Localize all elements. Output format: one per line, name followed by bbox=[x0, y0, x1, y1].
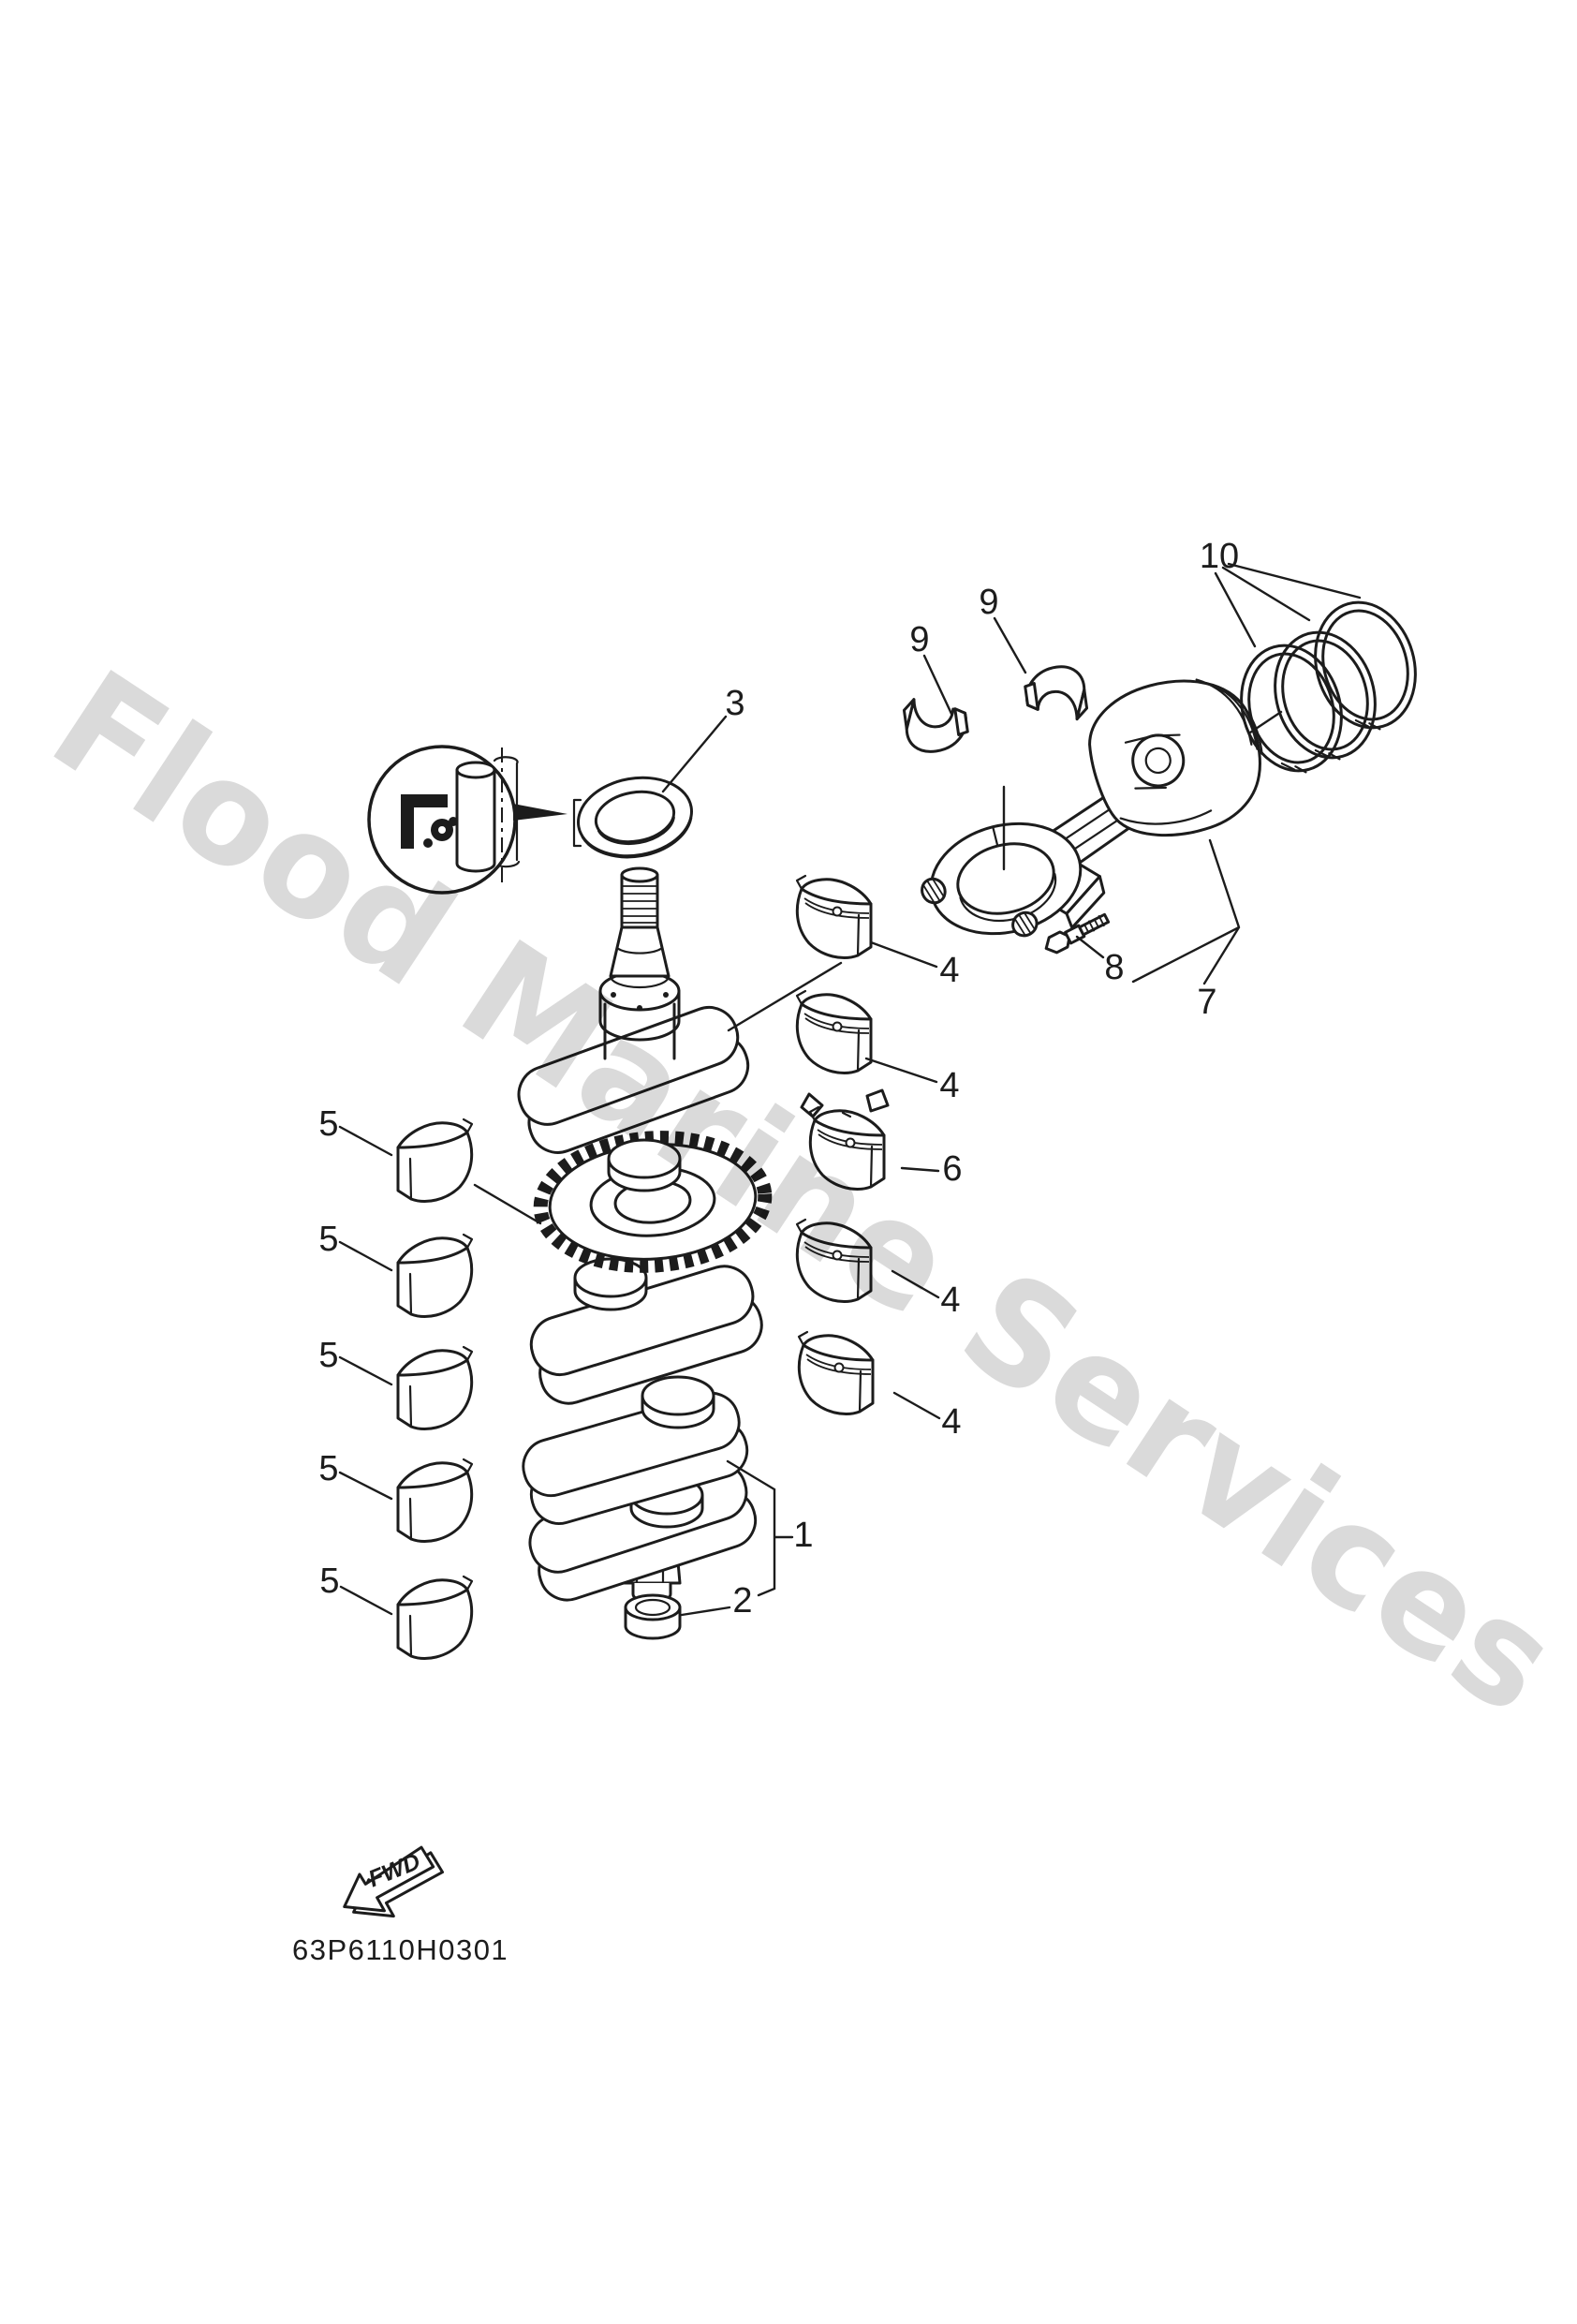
pointer-arrow-icon bbox=[513, 804, 567, 821]
callout-2: 2 bbox=[732, 1581, 752, 1621]
rod-bearing-drawings bbox=[902, 665, 1089, 753]
callout-3: 3 bbox=[725, 684, 744, 723]
callout-5-a: 5 bbox=[318, 1104, 338, 1144]
callout-5-c: 5 bbox=[318, 1336, 338, 1375]
callout-4-a: 4 bbox=[939, 951, 959, 990]
callout-9-b: 9 bbox=[979, 583, 998, 622]
callout-4-d: 4 bbox=[941, 1402, 961, 1442]
grease-symbol-icon bbox=[401, 794, 458, 849]
watermark-text: Flood Marine Services bbox=[24, 639, 1577, 1747]
rod-cap-bolt-left bbox=[921, 877, 947, 905]
piston-drawing bbox=[1088, 678, 1263, 837]
callout-4-b: 4 bbox=[939, 1066, 959, 1105]
callout-6: 6 bbox=[942, 1149, 962, 1189]
seal-position-sketch bbox=[455, 748, 521, 884]
callout-4-c: 4 bbox=[940, 1280, 960, 1320]
callout-7: 7 bbox=[1197, 983, 1216, 1022]
callout-1: 1 bbox=[793, 1516, 813, 1555]
position-bracket bbox=[572, 798, 582, 848]
callout-leaders bbox=[338, 562, 1362, 1617]
main-bearing-lower-column bbox=[396, 1118, 474, 1660]
callout-numbers: 1 2 3 4 4 4 4 5 5 5 5 5 6 7 8 9 9 10 bbox=[318, 537, 1239, 1621]
fwd-arrow-icon: FWD bbox=[343, 1845, 445, 1918]
crankshaft-threads bbox=[620, 866, 659, 929]
callout-5-b: 5 bbox=[318, 1220, 338, 1259]
callout-5-e: 5 bbox=[319, 1562, 339, 1601]
figure-code: 63P6110H0301 bbox=[292, 1933, 508, 1966]
connecting-rod-drawing bbox=[921, 678, 1263, 938]
callout-9-a: 9 bbox=[909, 620, 929, 659]
crankshaft-drawing bbox=[509, 866, 773, 1609]
grease-detail-callout bbox=[367, 745, 582, 895]
timing-gear bbox=[533, 1131, 773, 1273]
rod-bolt-drawing bbox=[1044, 912, 1111, 955]
callout-5-d: 5 bbox=[318, 1449, 338, 1488]
callout-8: 8 bbox=[1104, 948, 1124, 987]
oil-seal-drawing bbox=[577, 776, 693, 859]
washer-ring-drawing bbox=[624, 1593, 682, 1640]
callout-10: 10 bbox=[1200, 537, 1239, 576]
rod-cap-bolt-right bbox=[1011, 910, 1039, 938]
